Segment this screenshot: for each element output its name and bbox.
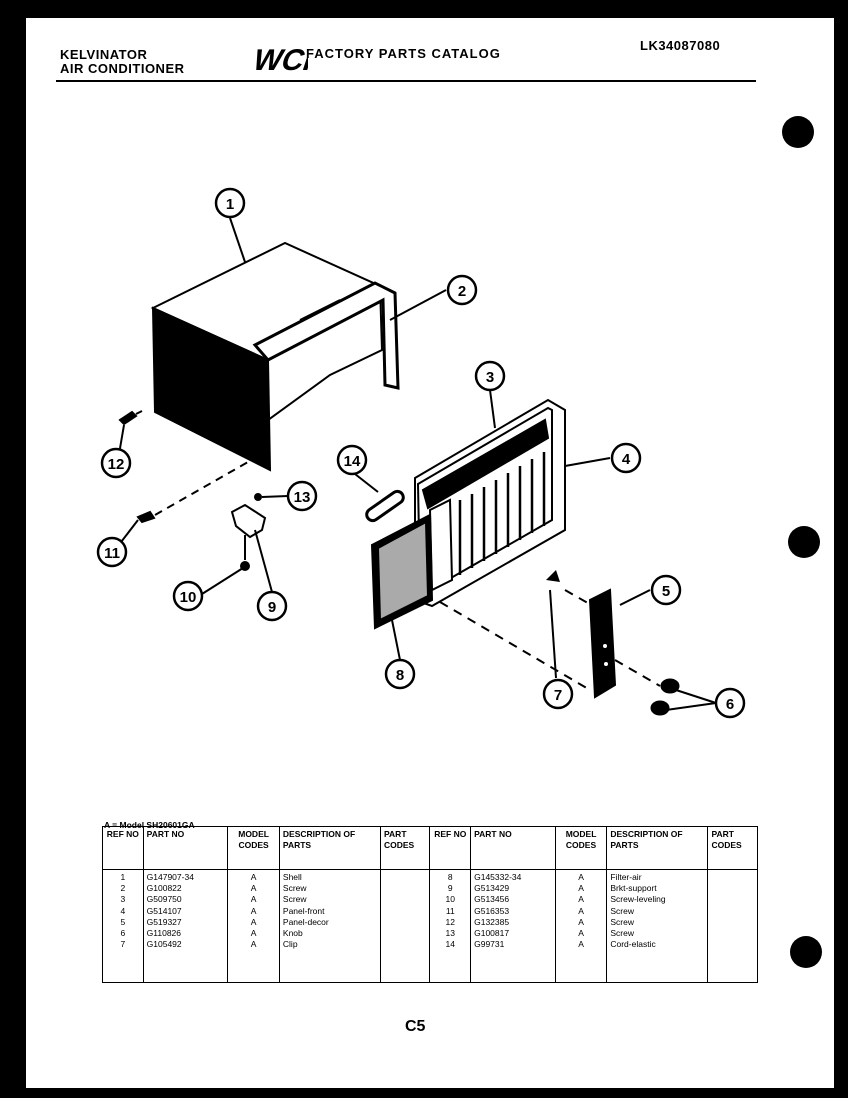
header-divider — [56, 80, 756, 82]
callout-5: 5 — [650, 574, 682, 606]
clip-drawing — [546, 570, 560, 582]
air-filter-drawing — [370, 513, 434, 630]
wci-logo-text: WCI — [249, 43, 308, 76]
parts-table-header: REF NO PART NO MODEL CODES DESCRIPTION O… — [102, 826, 758, 870]
front-panel-drawing — [414, 398, 566, 608]
left-part-codes-column — [379, 869, 431, 983]
svg-text:6: 6 — [726, 696, 734, 713]
wci-logo: WCI — [249, 43, 308, 76]
callout-7: 7 — [542, 678, 574, 710]
ref-no-header: REF NO — [102, 826, 144, 870]
svg-text:10: 10 — [180, 589, 197, 606]
svg-text:1: 1 — [226, 196, 234, 213]
part-codes-header: PART CODES — [707, 826, 758, 870]
product-type: AIR CONDITIONER — [60, 61, 185, 76]
callout-markers — [117, 217, 717, 711]
punch-hole-middle — [788, 526, 820, 558]
callout-13: 13 — [286, 480, 318, 512]
parts-table: REF NO PART NO MODEL CODES DESCRIPTION O… — [102, 826, 758, 983]
callout-9: 9 — [256, 590, 288, 622]
decor-panel-drawing — [588, 588, 617, 699]
svg-text:5: 5 — [662, 583, 670, 600]
callout-2: 2 — [446, 274, 478, 306]
model-note: A = Model SH20601GA — [104, 820, 195, 830]
page-number: C5 — [405, 1018, 426, 1035]
model-codes-header: MODEL CODES — [554, 826, 608, 870]
alignment-lines — [439, 589, 661, 691]
elastic-cord-drawing — [365, 489, 405, 523]
svg-text:14: 14 — [344, 453, 361, 470]
right-part-codes-column — [707, 869, 758, 983]
callout-1: 1 — [214, 187, 246, 219]
part-no-header: PART NO — [142, 826, 229, 870]
callout-14: 14 — [336, 444, 368, 476]
brand-name: KELVINATOR — [60, 47, 148, 62]
part-codes-header: PART CODES — [379, 826, 431, 870]
callout-8: 8 — [384, 658, 416, 690]
description-header: DESCRIPTION OF PARTS — [606, 826, 709, 870]
svg-text:11: 11 — [104, 545, 120, 562]
callout-3: 3 — [474, 360, 506, 392]
brand-block: KELVINATOR AIR CONDITIONER — [60, 48, 185, 76]
knob-drawings — [650, 678, 680, 716]
bracket-drawing — [230, 493, 267, 571]
svg-text:3: 3 — [486, 369, 494, 386]
svg-text:12: 12 — [108, 456, 125, 473]
model-codes-header: MODEL CODES — [227, 826, 280, 870]
part-no-header: PART NO — [470, 826, 556, 870]
catalog-title: FACTORY PARTS CATALOG — [306, 46, 501, 61]
svg-text:8: 8 — [396, 667, 404, 684]
punch-hole-bottom — [790, 936, 822, 968]
svg-text:2: 2 — [458, 283, 466, 300]
svg-text:13: 13 — [294, 489, 311, 506]
callout-11: 11 — [96, 536, 128, 568]
ref-no-header: REF NO — [429, 826, 472, 870]
description-header: DESCRIPTION OF PARTS — [278, 826, 382, 870]
callout-6: 6 — [714, 687, 746, 719]
shell-drawing — [150, 241, 400, 472]
svg-text:4: 4 — [622, 451, 631, 468]
callout-10: 10 — [172, 580, 204, 612]
callout-12: 12 — [100, 447, 132, 479]
callout-4: 4 — [610, 442, 642, 474]
exploded-parts-diagram: 1 2 3 4 5 6 7 8 9 10 11 12 13 14 — [96, 187, 746, 719]
catalog-code: LK34087080 — [640, 38, 721, 53]
callout-circles: 1 2 3 4 5 6 7 8 9 10 11 12 13 14 — [96, 187, 746, 719]
svg-text:9: 9 — [268, 599, 276, 616]
screw-drawings — [118, 410, 249, 524]
punch-hole-top — [782, 116, 814, 148]
svg-text:7: 7 — [554, 687, 562, 704]
